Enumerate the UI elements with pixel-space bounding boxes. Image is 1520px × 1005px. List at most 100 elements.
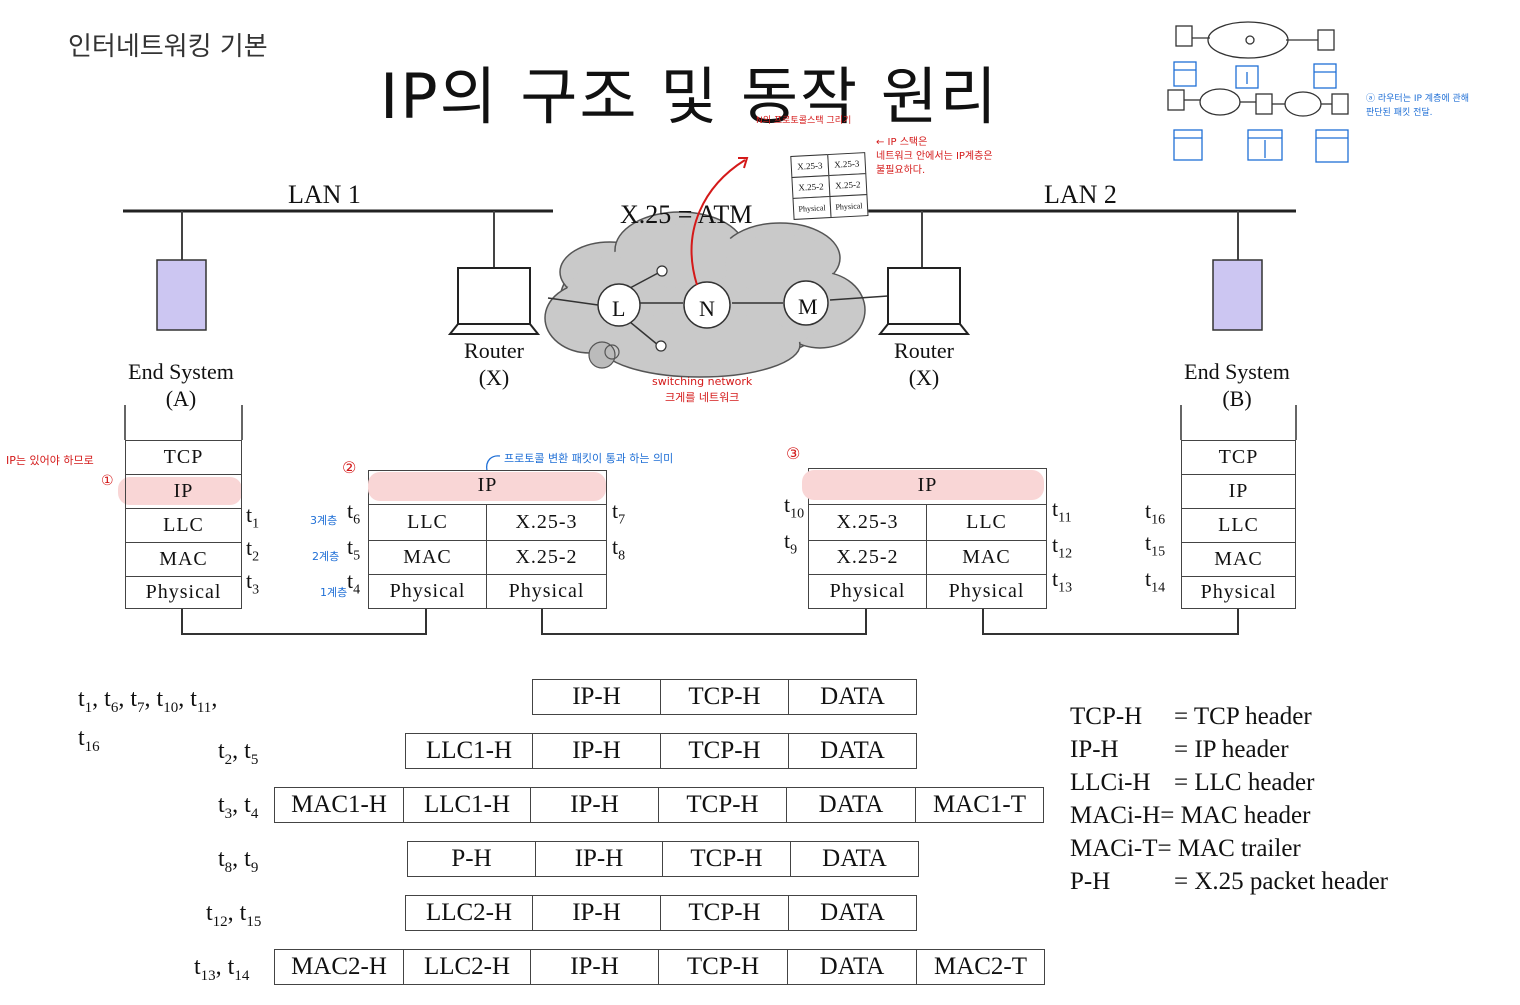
end-system-a-id: (A) [165,386,197,411]
packet-cell: IP-H [530,787,659,823]
node-m-label: M [798,294,818,319]
packet-row-label: t3, t4 [218,792,259,822]
router-right-ip: IP [917,474,938,496]
page-title: IP의 구조 및 동작 원리 [380,60,999,133]
stack-a-mac: MAC [125,542,242,576]
packet-row-label: t1, t6, t7, t10, t11,t16 [78,686,218,755]
packet-cell: IP-H [535,841,663,877]
node-m [783,280,829,326]
router-right-x25-2: X.25-2 [808,540,927,574]
packet-cell: MAC1-T [915,787,1044,823]
packet-cell: DATA [787,949,917,985]
packet-row-label: t2, t5 [218,738,259,768]
packet-cell: IP-H [530,949,659,985]
stack-b-llc: LLC [1181,508,1296,542]
ip-highlight-router-left [368,472,606,501]
packet-cell: TCP-H [658,949,788,985]
red-circle-3: ③ [786,444,801,463]
time-label: t14 [1145,566,1166,596]
mini-cell: Physical [792,195,832,220]
packet-cell: TCP-H [658,787,787,823]
time-label: t4 [347,568,361,598]
time-label: t3 [246,568,260,598]
red-circle-2: ② [342,458,357,477]
red-ip-note: IP는 있어야 하므로 [6,454,94,467]
lan2-label: LAN 2 [1044,180,1117,209]
packet-cell: TCP-H [660,895,789,931]
node-l-label: L [612,296,626,321]
packet-cell: P-H [407,841,536,877]
stack-b-mac: MAC [1181,542,1296,576]
time-label: t8 [612,534,626,564]
packet-cell: LLC1-H [403,787,531,823]
router-left-id: (X) [478,365,510,390]
stack-a-tcp: TCP [125,440,242,474]
packet-cell: MAC2-H [274,949,404,985]
time-label: t2 [246,535,260,565]
stack-a-llc: LLC [125,508,242,542]
router-right-name: Router [894,338,954,363]
router-right-physical-a: Physical [808,574,927,609]
router-right-llc: LLC [926,504,1047,540]
time-label: t7 [612,498,626,528]
lan1-label: LAN 1 [288,180,361,209]
legend-item: IP-H= IP header [1070,736,1289,763]
router-right-icon [877,267,971,335]
mini-cell: Physical [829,194,869,219]
mini-stack-sketch: X.25-3 X.25-3 X.25-2 X.25-2 Physical Phy… [790,152,869,224]
ip-highlight-router-right [802,470,1044,500]
red-circle-1: ① [101,473,114,489]
time-label: t13 [1052,566,1073,596]
packet-cell: MAC1-H [274,787,404,823]
end-system-a-name: End System [128,359,234,384]
packet-row-label: t8, t9 [218,846,259,876]
legend-item: LLCi-H= LLC header [1070,769,1315,796]
ip-highlight-a [118,477,242,505]
time-label: t5 [347,534,361,564]
end-system-b-id: (B) [1222,386,1252,411]
packet-row-label: t13, t14 [194,954,250,984]
time-label: t9 [784,528,798,558]
red-switch-note: switching network 크게를 네트워크 [652,375,753,404]
packet-cell: LLC1-H [405,733,533,769]
time-label: t12 [1052,532,1073,562]
time-label: t6 [347,498,361,528]
blue-side-note: ⓐ 라우터는 IP 계층에 관해 판단된 패킷 전달. [1366,94,1470,118]
time-label: t16 [1145,498,1166,528]
packet-cell: LLC2-H [403,949,531,985]
blue-layer2-note: 2계층 [312,550,340,563]
router-left-physical-b: Physical [486,574,607,609]
node-n-label: N [699,296,715,321]
router-left-llc: LLC [368,504,487,540]
node-n [683,281,731,329]
time-label: t11 [1052,496,1072,526]
router-left-name: Router [464,338,524,363]
legend-item: TCP-H= TCP header [1070,703,1312,730]
router-left-x25-3: X.25-3 [486,504,607,540]
router-right-mac: MAC [926,540,1047,574]
packet-cell: MAC2-T [916,949,1045,985]
packet-cell: IP-H [532,895,661,931]
time-label: t10 [784,492,805,522]
end-system-b-name: End System [1184,359,1290,384]
packet-cell: TCP-H [660,733,789,769]
red-top-note: N의 프로토콜스택 그리기 [756,116,852,126]
stack-b-ip: IP [1181,474,1296,508]
router-left-ip: IP [477,474,498,496]
stack-a-ip: IP [125,474,242,508]
stack-b-physical: Physical [1181,576,1296,609]
node-l [597,283,641,327]
sketch-blue-stacks [1173,61,1349,163]
blue-layer1-note: 1계층 [320,586,348,599]
end-system-a-box [156,259,207,331]
router-right-x25-3: X.25-3 [808,504,927,540]
packet-cell: DATA [790,841,919,877]
blue-ip-note: 프로토콜 변환 패킷이 통과 하는 의미 [504,452,674,465]
packet-cell: IP-H [532,733,661,769]
red-stack-note: ← IP 스택은 네트워크 안에서는 IP계층은 불필요하다. [876,137,993,176]
sketch-diagram [1167,21,1349,117]
packet-cell: DATA [788,733,917,769]
router-left-x25-2: X.25-2 [486,540,607,574]
packet-cell: TCP-H [662,841,791,877]
packet-cell: LLC2-H [405,895,533,931]
